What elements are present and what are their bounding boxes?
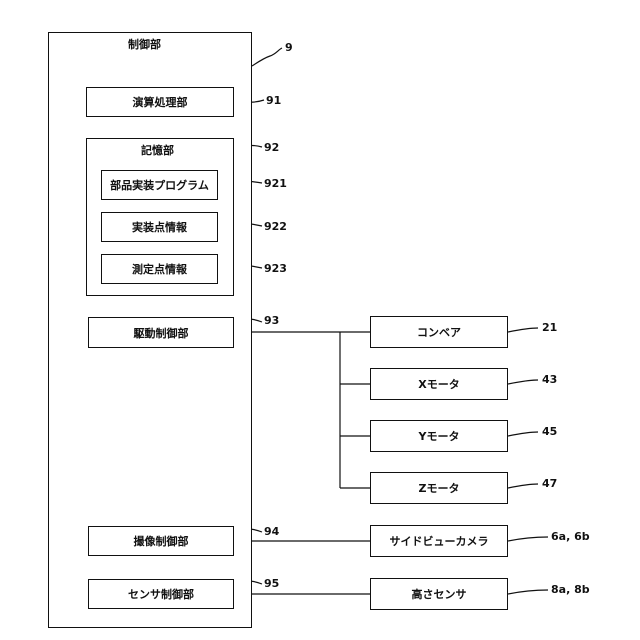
sensor-control-block: センサ制御部 bbox=[88, 579, 234, 609]
leader-6a6b bbox=[508, 537, 548, 541]
program-block: 部品実装プログラム bbox=[101, 170, 218, 200]
y-motor-label: Yモータ bbox=[419, 428, 460, 444]
y-motor-block: Yモータ bbox=[370, 420, 508, 452]
controller-ref: 9 bbox=[285, 42, 293, 54]
z-motor-block: Zモータ bbox=[370, 472, 508, 504]
leader-43 bbox=[508, 380, 538, 384]
height-sensor-block: 高さセンサ bbox=[370, 578, 508, 610]
sensor-control-label: センサ制御部 bbox=[128, 586, 194, 602]
compute-label: 演算処理部 bbox=[133, 94, 188, 110]
imaging-label: 撮像制御部 bbox=[134, 533, 189, 549]
imaging-ref: 94 bbox=[264, 526, 279, 538]
mount-info-label: 実装点情報 bbox=[132, 219, 187, 235]
height-sensor-ref: 8a, 8b bbox=[551, 584, 590, 596]
drive-label: 駆動制御部 bbox=[134, 325, 189, 341]
compute-block: 演算処理部 bbox=[86, 87, 234, 117]
storage-ref: 92 bbox=[264, 142, 279, 154]
drive-ref: 93 bbox=[264, 315, 279, 327]
conveyor-label: コンベア bbox=[417, 324, 461, 340]
drive-block: 駆動制御部 bbox=[88, 317, 234, 348]
storage-title: 記憶部 bbox=[141, 142, 174, 158]
x-motor-block: Xモータ bbox=[370, 368, 508, 400]
side-camera-label: サイドビューカメラ bbox=[390, 533, 489, 549]
measure-info-ref: 923 bbox=[264, 263, 287, 275]
mount-info-ref: 922 bbox=[264, 221, 287, 233]
y-motor-ref: 45 bbox=[542, 426, 557, 438]
conveyor-ref: 21 bbox=[542, 322, 557, 334]
imaging-block: 撮像制御部 bbox=[88, 526, 234, 556]
program-label: 部品実装プログラム bbox=[110, 177, 209, 193]
z-motor-label: Zモータ bbox=[419, 480, 460, 496]
side-camera-ref: 6a, 6b bbox=[551, 531, 590, 543]
leader-45 bbox=[508, 432, 538, 436]
leader-47 bbox=[508, 484, 538, 488]
compute-ref: 91 bbox=[266, 95, 281, 107]
measure-info-label: 測定点情報 bbox=[132, 261, 187, 277]
leader-9 bbox=[252, 48, 282, 66]
conveyor-block: コンベア bbox=[370, 316, 508, 348]
leader-21 bbox=[508, 328, 538, 332]
x-motor-label: Xモータ bbox=[418, 376, 459, 392]
controller-title: 制御部 bbox=[128, 36, 161, 52]
measure-info-block: 測定点情報 bbox=[101, 254, 218, 284]
sensor-control-ref: 95 bbox=[264, 578, 279, 590]
leader-8a8b bbox=[508, 590, 548, 594]
mount-info-block: 実装点情報 bbox=[101, 212, 218, 242]
side-camera-block: サイドビューカメラ bbox=[370, 525, 508, 557]
x-motor-ref: 43 bbox=[542, 374, 557, 386]
z-motor-ref: 47 bbox=[542, 478, 557, 490]
height-sensor-label: 高さセンサ bbox=[412, 586, 467, 602]
program-ref: 921 bbox=[264, 178, 287, 190]
